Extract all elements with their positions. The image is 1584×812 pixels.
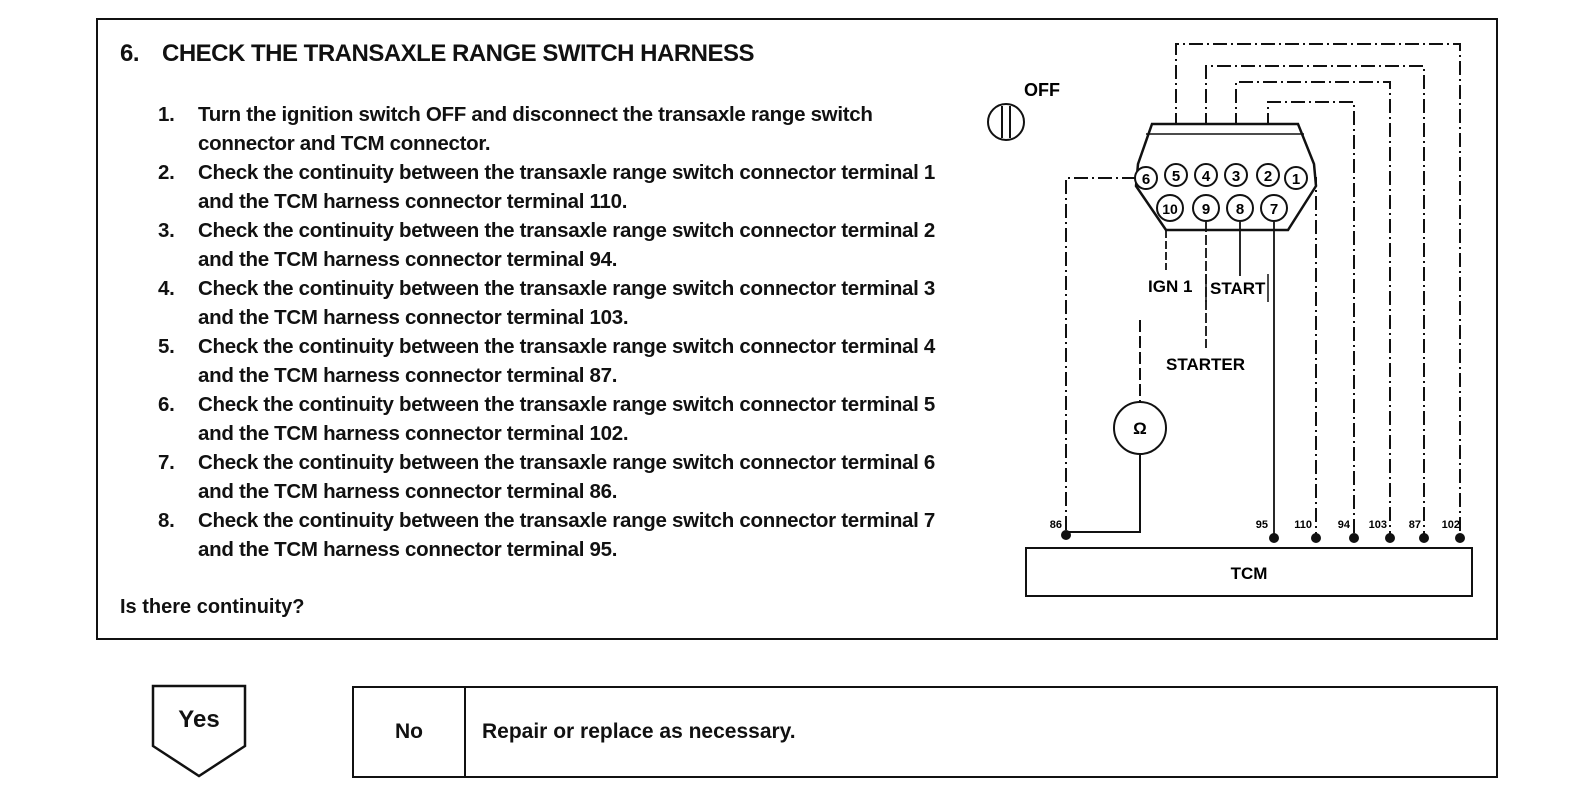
instruction-text: Check the continuity between the transax…	[198, 393, 936, 445]
pin-5	[1164, 163, 1188, 187]
pin-label: 8	[1236, 201, 1244, 218]
instruction-number: 3.	[158, 219, 175, 242]
pin-8	[1226, 194, 1254, 222]
yes-arrow-icon	[151, 684, 247, 778]
instruction-number: 8.	[158, 509, 175, 532]
pin-label: 2	[1264, 168, 1272, 185]
wire-pin6-to-86	[1065, 177, 1136, 538]
pin-4	[1194, 163, 1218, 187]
tcm-terminal-labels: 86 95 110 94 103 87 102	[1050, 519, 1460, 531]
pin-3	[1224, 163, 1248, 187]
ign-label: IGN 1	[1148, 277, 1192, 296]
continuity-question: Is there continuity?	[120, 596, 305, 618]
pin-label: 9	[1202, 201, 1210, 218]
step-number: 6.	[120, 40, 140, 67]
instruction-text: Check the continuity between the transax…	[198, 219, 936, 271]
wire-pin5-to-102	[1175, 43, 1461, 538]
connector-leads	[1165, 222, 1275, 538]
instruction-item: 5. Check the continuity between the trans…	[158, 332, 968, 390]
step-title: 6. CHECK THE TRANSAXLE RANGE SWITCH HARNE…	[120, 40, 755, 68]
no-label: No	[354, 688, 466, 776]
wiring-diagram: 6 5 4 3 2 1 10 9 8 7 IGN 1 START STARTER	[987, 43, 1473, 597]
instruction-text: Check the continuity between the transax…	[198, 335, 936, 387]
connector-bottom-pins: 10 9 8 7	[1156, 194, 1288, 222]
starter-label: STARTER	[1166, 355, 1245, 374]
instruction-text: Check the continuity between the transax…	[198, 277, 936, 329]
tcm-terminal-label: 103	[1369, 519, 1387, 531]
wire-pin4-to-87	[1205, 65, 1425, 538]
pin-6	[1134, 166, 1158, 190]
pin-label: 4	[1202, 168, 1211, 185]
pin-1	[1284, 166, 1308, 190]
pin-label: 6	[1142, 171, 1150, 188]
pin-label: 1	[1292, 171, 1300, 188]
instruction-text: Check the continuity between the transax…	[198, 509, 936, 561]
instruction-item: 4. Check the continuity between the trans…	[158, 274, 968, 332]
tcm-terminal-label: 86	[1050, 519, 1062, 531]
instruction-item: 3. Check the continuity between the trans…	[158, 216, 968, 274]
wire-pin1-to-110	[1310, 177, 1317, 538]
pin-label: 3	[1232, 168, 1240, 185]
tcm-terminal-label: 94	[1338, 519, 1351, 531]
ohm-symbol: Ω	[1133, 419, 1147, 438]
transaxle-range-switch-connector: 6 5 4 3 2 1 10 9 8 7	[1134, 122, 1318, 232]
instruction-number: 5.	[158, 335, 175, 358]
instruction-number: 7.	[158, 451, 175, 474]
pin-10	[1156, 194, 1184, 222]
pin-label: 10	[1162, 201, 1178, 217]
tcm-terminal-label: 95	[1256, 519, 1268, 531]
instruction-number: 2.	[158, 161, 175, 184]
connector-top-pins: 6 5 4 3 2 1	[1134, 163, 1308, 190]
tcm-terminal-label: 87	[1409, 519, 1421, 531]
tcm-terminal-label: 102	[1442, 519, 1460, 531]
tcm-label: TCM	[1231, 564, 1268, 583]
ignition-switch-off-icon	[987, 103, 1025, 141]
pin-7	[1260, 194, 1288, 222]
procedure-step-box	[96, 18, 1498, 640]
instruction-item: 7. Check the continuity between the trans…	[158, 448, 968, 506]
ohmmeter: Ω	[1065, 320, 1167, 535]
no-action-text: Repair or replace as necessary.	[482, 720, 796, 743]
instruction-number: 1.	[158, 103, 175, 126]
instruction-text: Check the continuity between the transax…	[198, 161, 936, 213]
instruction-item: 8. Check the continuity between the trans…	[158, 506, 968, 564]
instruction-number: 4.	[158, 277, 175, 300]
pin-2	[1256, 163, 1280, 187]
instruction-text: Turn the ignition switch OFF and disconn…	[198, 103, 873, 155]
instruction-item: 6. Check the continuity between the trans…	[158, 390, 968, 448]
instruction-item: 2. Check the continuity between the trans…	[158, 158, 968, 216]
step-title-text: CHECK THE TRANSAXLE RANGE SWITCH HARNESS	[162, 40, 755, 67]
instruction-item: 1. Turn the ignition switch OFF and disco…	[158, 100, 968, 158]
pin-label: 7	[1270, 201, 1278, 218]
no-outcome-box: No Repair or replace as necessary.	[352, 686, 1498, 778]
instruction-text: Check the continuity between the transax…	[198, 451, 936, 503]
tcm-box	[1025, 547, 1473, 597]
tcm-terminal-dots	[1061, 530, 1465, 543]
start-label: START	[1210, 279, 1266, 298]
tcm-terminal-label: 110	[1294, 519, 1312, 531]
yes-label: Yes	[178, 706, 220, 733]
wire-pin3-to-103	[1235, 81, 1391, 538]
instruction-number: 6.	[158, 393, 175, 416]
pin-9	[1192, 194, 1220, 222]
ignition-off-label: OFF	[1024, 80, 1060, 100]
instruction-list: 1. Turn the ignition switch OFF and disco…	[158, 100, 968, 564]
pin-label: 5	[1172, 168, 1180, 185]
